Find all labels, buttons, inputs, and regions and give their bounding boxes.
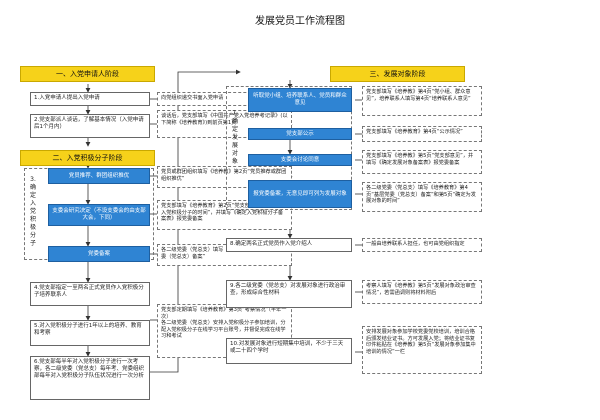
development-target-group: [226, 86, 352, 210]
step-7c-agree: 支委会讨论同意: [248, 154, 352, 166]
note-7a: 党支部填写《培养教》第4页“党小组、群众意见”，培养联系人填写第4页“培养联系人…: [362, 86, 482, 116]
side-label-target: 7.确定发展对象: [231, 110, 238, 165]
note-5: 党支部定期填写《培养教育》第3页“考察情况”（半年一次）: [161, 307, 287, 320]
step-2-box: 2.党支部派人谈话，了解基本情况（入党申请后1个月内）: [30, 114, 150, 138]
step-7d-record: 报党委备案，无意见即可列为发展对象: [248, 180, 352, 208]
step-8-box: 8.确定两名正式党员作入党介绍人: [226, 238, 352, 252]
note-7d: 各二级党委（党总支）填写《培养教育》第4页“基层党委（党总支）备案”和第5页“确…: [362, 182, 482, 212]
note-8: 一般由培养联系人担任，也可由党组织指定: [362, 238, 482, 252]
step-7b-publicity: 党支部公示: [248, 128, 352, 140]
note-6: 各二级党委（党总支）安排入党积极分子参加培训，分配入党积极分子在线学习平台账号，…: [161, 320, 286, 339]
note-7b: 党支部填写《培养教育》第4页“公示情况”: [362, 126, 482, 142]
step-4-box: 4.党支部指定一至两名正式党员作入党积极分子培养联系人: [30, 282, 150, 306]
stage-2-header: 二、入党积极分子阶段: [20, 150, 155, 166]
step-5-box: 5.对入党积极分子进行1年以上的培养、教育和考察: [30, 320, 150, 346]
step-3c-record: 党委备案: [48, 246, 150, 262]
step-3a-recommend: 党员推荐、群团组织推优: [48, 168, 150, 184]
step-3b-committee: 支委会研究决定（不设支委会的由支部大会，下同）: [48, 204, 150, 226]
note-10: 安排发展对象参加学校党委党校培训，培训合格后颁发结业证书。方可发展入党；将结业证…: [362, 326, 482, 374]
step-10-box: 10.对发展对象进行短期集中培训，不少于三天或二十四个学时: [226, 338, 352, 364]
note-9: 考察人填写《培养教》第5页“发展对象政治审查情况”，若需函调则将材料附后: [362, 280, 482, 304]
stage-3-header: 三、发展对象阶段: [330, 66, 465, 82]
page-title: 发展党员工作流程图: [255, 16, 345, 27]
step-9-box: 9.各二级党委（党总支）对发展对象进行政治审查，形成综合性材料: [226, 280, 352, 308]
step-7a-opinions: 听取党小组、培养联系人、党员和群众意见: [248, 88, 352, 112]
side-label-activist: 3.确定入党积极分子: [29, 176, 36, 247]
step-6-box: 6.党支部每半年对入党积极分子进行一次考察，各二级党委（党总支）每年考、党委组织…: [30, 356, 150, 400]
step-1-box: 1.入党申请人提出入党申请: [30, 92, 150, 106]
note-7c: 党支部填写《培养教》第5页“党支部意见”，并填写《确定发展对象备案表》报党委备案: [362, 150, 482, 174]
stage-1-header: 一、入党申请人阶段: [20, 66, 155, 82]
